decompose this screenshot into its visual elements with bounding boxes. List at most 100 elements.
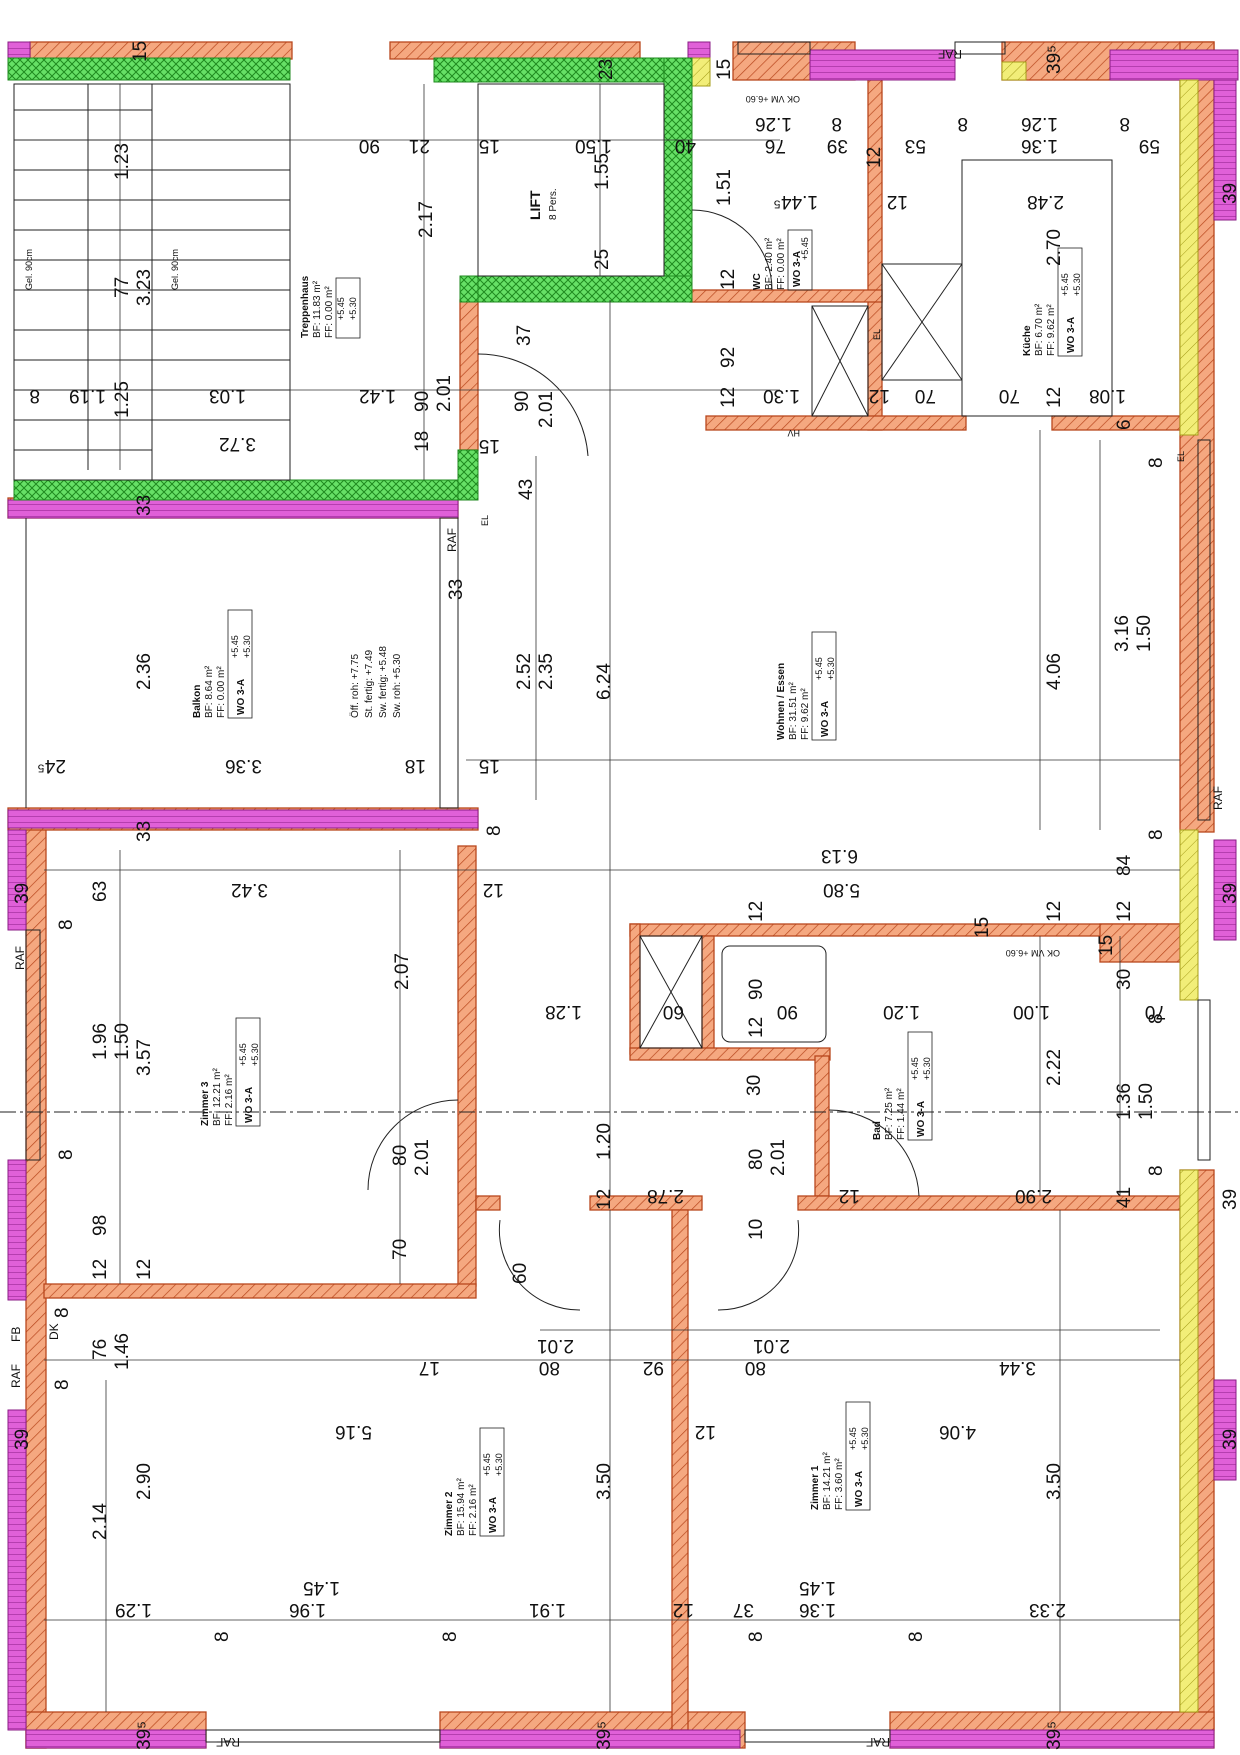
- wall-kitchen-shaft-bottom: [705, 415, 967, 431]
- dim-395-b: 39⁵: [594, 1721, 615, 1750]
- kitchen-shaft-a: [811, 305, 869, 417]
- lift-wall-top: [433, 57, 693, 83]
- dim-8-dk2: 8: [52, 1379, 73, 1390]
- dim-12-hv: 12: [718, 387, 739, 408]
- dim-8-right: 8: [1146, 457, 1167, 468]
- svg-text:FF: 2.16 m²: FF: 2.16 m²: [224, 1074, 235, 1126]
- wall-bath-top: [629, 923, 1181, 937]
- dim-39-wc: 39: [827, 135, 848, 156]
- wall-wc-right: [867, 79, 883, 431]
- dim-15-balcony: 15: [479, 755, 500, 776]
- ins-y-top-wc: [689, 57, 711, 87]
- raf-label-left-low: RAF: [9, 1364, 23, 1388]
- ins-y-right-mid: [1179, 829, 1199, 1001]
- dim-39-left-z2: 39: [12, 1429, 33, 1450]
- dim-12-right: 12: [1114, 901, 1135, 922]
- dim-235: 2.35: [536, 653, 557, 690]
- dim-136-kitchen: 1.36: [1021, 135, 1058, 156]
- svg-text:FF: 9.62 m²: FF: 9.62 m²: [800, 688, 811, 740]
- wall-top-lift: [389, 41, 641, 60]
- dim-150-right: 1.50: [1134, 615, 1155, 652]
- svg-text:Zimmer 1: Zimmer 1: [810, 1465, 821, 1510]
- dim-39-right-kitchen: 39: [1220, 183, 1240, 204]
- svg-text:Öff. roh: +7.75: Öff. roh: +7.75: [349, 654, 361, 718]
- svg-text:WO 3-A: WO 3-A: [854, 1471, 865, 1507]
- svg-text:Küche: Küche: [1022, 325, 1033, 356]
- svg-text:Zimmer 3: Zimmer 3: [200, 1081, 211, 1126]
- svg-text:BF: 14.21 m²: BF: 14.21 m²: [822, 1452, 833, 1510]
- ins-left-b: [7, 1159, 27, 1301]
- svg-text:WO 3-A: WO 3-A: [792, 251, 803, 287]
- wall-shower-mid: [701, 935, 715, 1057]
- shower-tray: [639, 935, 703, 1049]
- dim-248: 2.48: [1027, 191, 1064, 212]
- dim-100: 1.00: [1013, 1001, 1050, 1022]
- door-swing-zimmer1: [717, 1219, 800, 1311]
- dim-10: 10: [746, 1219, 767, 1240]
- svg-text:Wohnen / Essen: Wohnen / Essen: [776, 663, 787, 740]
- dim-406: 4.06: [1044, 653, 1065, 690]
- dim-316: 3.16: [1112, 615, 1133, 652]
- dim-80-z2: 80: [539, 1357, 560, 1378]
- dim-12-hall2: 12: [594, 1189, 615, 1210]
- dim-8-bottom-c: 8: [746, 1631, 767, 1642]
- wall-zimmer3-right: [457, 845, 477, 1287]
- dim-6: 6: [1114, 419, 1135, 430]
- dim-150-z3: 1.50: [112, 1023, 133, 1060]
- dim-201-z2door: 2.01: [537, 1335, 574, 1356]
- dim-70-kitchen: 70: [999, 385, 1020, 406]
- dim-30-hall: 30: [744, 1075, 765, 1096]
- insulation-pink: [7, 41, 1239, 1749]
- svg-text:Sw. roh: +5.30: Sw. roh: +5.30: [392, 653, 403, 718]
- svg-text:FF: 0.00 m²: FF: 0.00 m²: [776, 238, 787, 290]
- dim-25: 25: [592, 249, 613, 270]
- dim-196-z2: 1.96: [289, 1599, 326, 1620]
- dim-37-z1: 37: [733, 1599, 754, 1620]
- svg-text:+5.45: +5.45: [814, 657, 824, 680]
- ins-y-right-low: [1179, 1169, 1199, 1713]
- svg-text:Zimmer 2: Zimmer 2: [444, 1491, 455, 1536]
- dim-80-z1: 80: [745, 1357, 766, 1378]
- dim-624: 6.24: [594, 663, 615, 700]
- dim-12-z2: 12: [673, 1599, 694, 1620]
- dim-120-hall: 1.20: [594, 1123, 615, 1160]
- dim-40: 40: [675, 135, 696, 156]
- svg-text:WC: WC: [752, 273, 763, 290]
- dim-233: 2.33: [1029, 1599, 1066, 1620]
- dimension-lines: [14, 84, 1180, 1712]
- dim-23-top: 23: [596, 59, 617, 80]
- room-zimmer1: Zimmer 1 BF: 14.21 m² FF: 3.60 m² WO 3-A…: [810, 1401, 871, 1511]
- el-label-kitchen: EL: [872, 329, 882, 340]
- dim-53: 53: [905, 135, 926, 156]
- dim-8-z3a: 8: [56, 919, 77, 930]
- ins-top-wc: [809, 49, 956, 81]
- svg-text:Treppenhaus: Treppenhaus: [300, 275, 311, 338]
- raf-label-top: RAF: [938, 47, 962, 61]
- svg-text:8 Pers.: 8 Pers.: [548, 188, 559, 220]
- dim-39-top: 39⁵: [1044, 45, 1065, 74]
- dim-217: 2.17: [416, 201, 437, 238]
- dim-15-hall: 15: [972, 917, 993, 938]
- svg-text:BF: 12.21 m²: BF: 12.21 m²: [212, 1068, 223, 1126]
- dim-372: 3.72: [219, 433, 256, 454]
- window-bottom-a: [205, 1729, 441, 1743]
- dim-8-hall-a: 8: [484, 825, 505, 836]
- wall-top-stair: [29, 41, 293, 60]
- dim-201-door: 2.01: [536, 391, 557, 428]
- wall-hall-bottom-a: [475, 1195, 501, 1211]
- raf-label-balcony: RAF: [445, 528, 459, 552]
- svg-text:WO 3-A: WO 3-A: [1066, 317, 1077, 353]
- dim-90-tub: 90: [746, 979, 767, 1000]
- svg-text:BF: 2.40 m²: BF: 2.40 m²: [764, 237, 775, 290]
- top-wall-green: [7, 57, 291, 81]
- dim-126: 1.26: [755, 113, 792, 134]
- dim-201-baddoor: 2.01: [768, 1139, 789, 1176]
- stair-note-left: Gel. 90cm: [24, 249, 34, 290]
- dim-12-bath: 12: [1044, 901, 1065, 922]
- dim-90-door: 90: [512, 391, 533, 412]
- dim-125: 1.25: [112, 381, 133, 418]
- stair-wall-right-stub: [457, 449, 479, 501]
- svg-text:FF: 0.00 m²: FF: 0.00 m²: [216, 666, 227, 718]
- room-treppenhaus: Treppenhaus BF: 11.83 m² FF: 0.00 m² +5.…: [300, 275, 361, 339]
- dim-41: 41: [1114, 1187, 1135, 1208]
